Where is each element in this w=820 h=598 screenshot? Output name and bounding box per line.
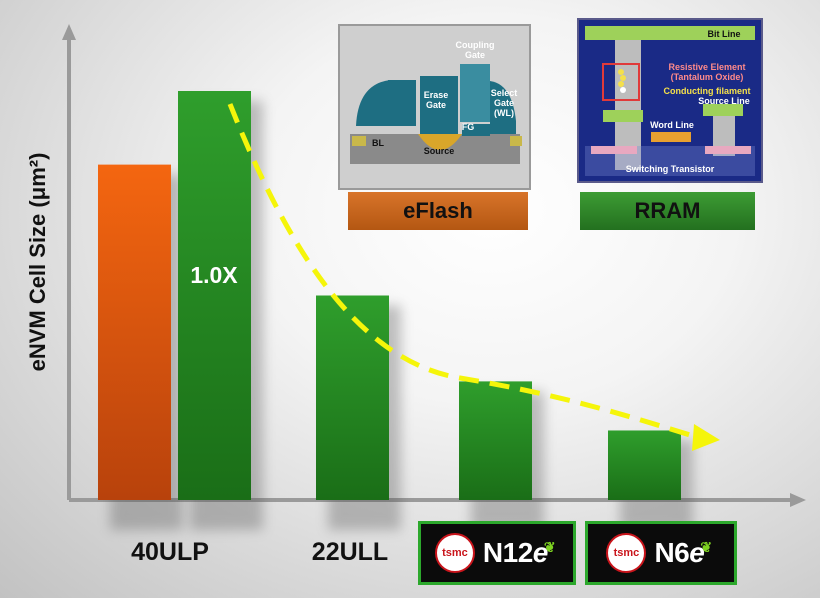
rram-switching-transistor-label: Switching Transistor: [625, 164, 715, 174]
rram-word-line-label: Word Line: [650, 120, 694, 130]
node-e-suffix: e: [532, 537, 549, 568]
bar-n6e-4: [608, 430, 681, 500]
bar-40ulp-1: [178, 91, 251, 500]
bar-22ull-2: [316, 295, 389, 500]
rram-tag: RRAM: [580, 192, 755, 230]
bar-n12e-3: [459, 381, 532, 500]
category-label-40ulp: 40ULP: [131, 538, 209, 566]
rram-source-line-label: Source Line: [698, 96, 750, 106]
leaf-icon: ❦: [700, 539, 712, 555]
eflash-bl-label: BL: [372, 138, 384, 148]
rram-cross-section: [585, 26, 755, 176]
rram-resistive-element-label: Resistive Element: [668, 62, 746, 72]
rram-conducting-filament-label: Conducting filament: [663, 86, 751, 96]
leaf-icon: ❦: [543, 539, 556, 555]
trend-arrow: [227, 103, 701, 441]
eflash-source-label: Source: [423, 146, 455, 156]
node-name-n6-text: N6: [654, 537, 690, 568]
eflash-coupling-gate-label: Coupling Gate: [455, 40, 495, 60]
badge-n6e: tsmc N6e❦: [585, 521, 737, 585]
eflash-fg-label: FG: [461, 122, 475, 132]
node-name-n6: N6e❦: [654, 537, 715, 569]
rram-tantalum-oxide-label: (Tantalum Oxide): [670, 72, 744, 82]
eflash-diagram: Coupling Gate Erase Gate Select Gate (WL…: [338, 24, 531, 190]
tsmc-logo-icon: tsmc: [434, 533, 475, 573]
x-axis-arrow: [790, 493, 806, 507]
eflash-erase-gate-label: Erase Gate: [423, 90, 449, 110]
trend-arrowhead: [692, 424, 720, 451]
eflash-cross-section: [350, 64, 522, 164]
bar-40ulp-0: [98, 164, 171, 500]
eflash-tag: eFlash: [348, 192, 528, 230]
node-name-n12: N12e❦: [483, 537, 559, 569]
y-axis-label: eNVM Cell Size (μm²): [25, 152, 50, 372]
category-label-22ull: 22ULL: [311, 538, 389, 566]
rram-bit-line-label: Bit Line: [707, 29, 741, 39]
badge-n12e: tsmc N12e❦: [418, 521, 576, 585]
y-axis-arrow: [62, 24, 76, 40]
bar-annotation: 1.0X: [190, 262, 238, 288]
node-e-suffix: e: [689, 537, 705, 568]
node-name-n12-text: N12: [482, 537, 533, 568]
rram-diagram: Bit Line Resistive Element (Tantalum Oxi…: [577, 18, 763, 183]
tsmc-logo-icon: tsmc: [606, 533, 647, 573]
eflash-select-gate-label: Select Gate (WL): [490, 88, 518, 118]
